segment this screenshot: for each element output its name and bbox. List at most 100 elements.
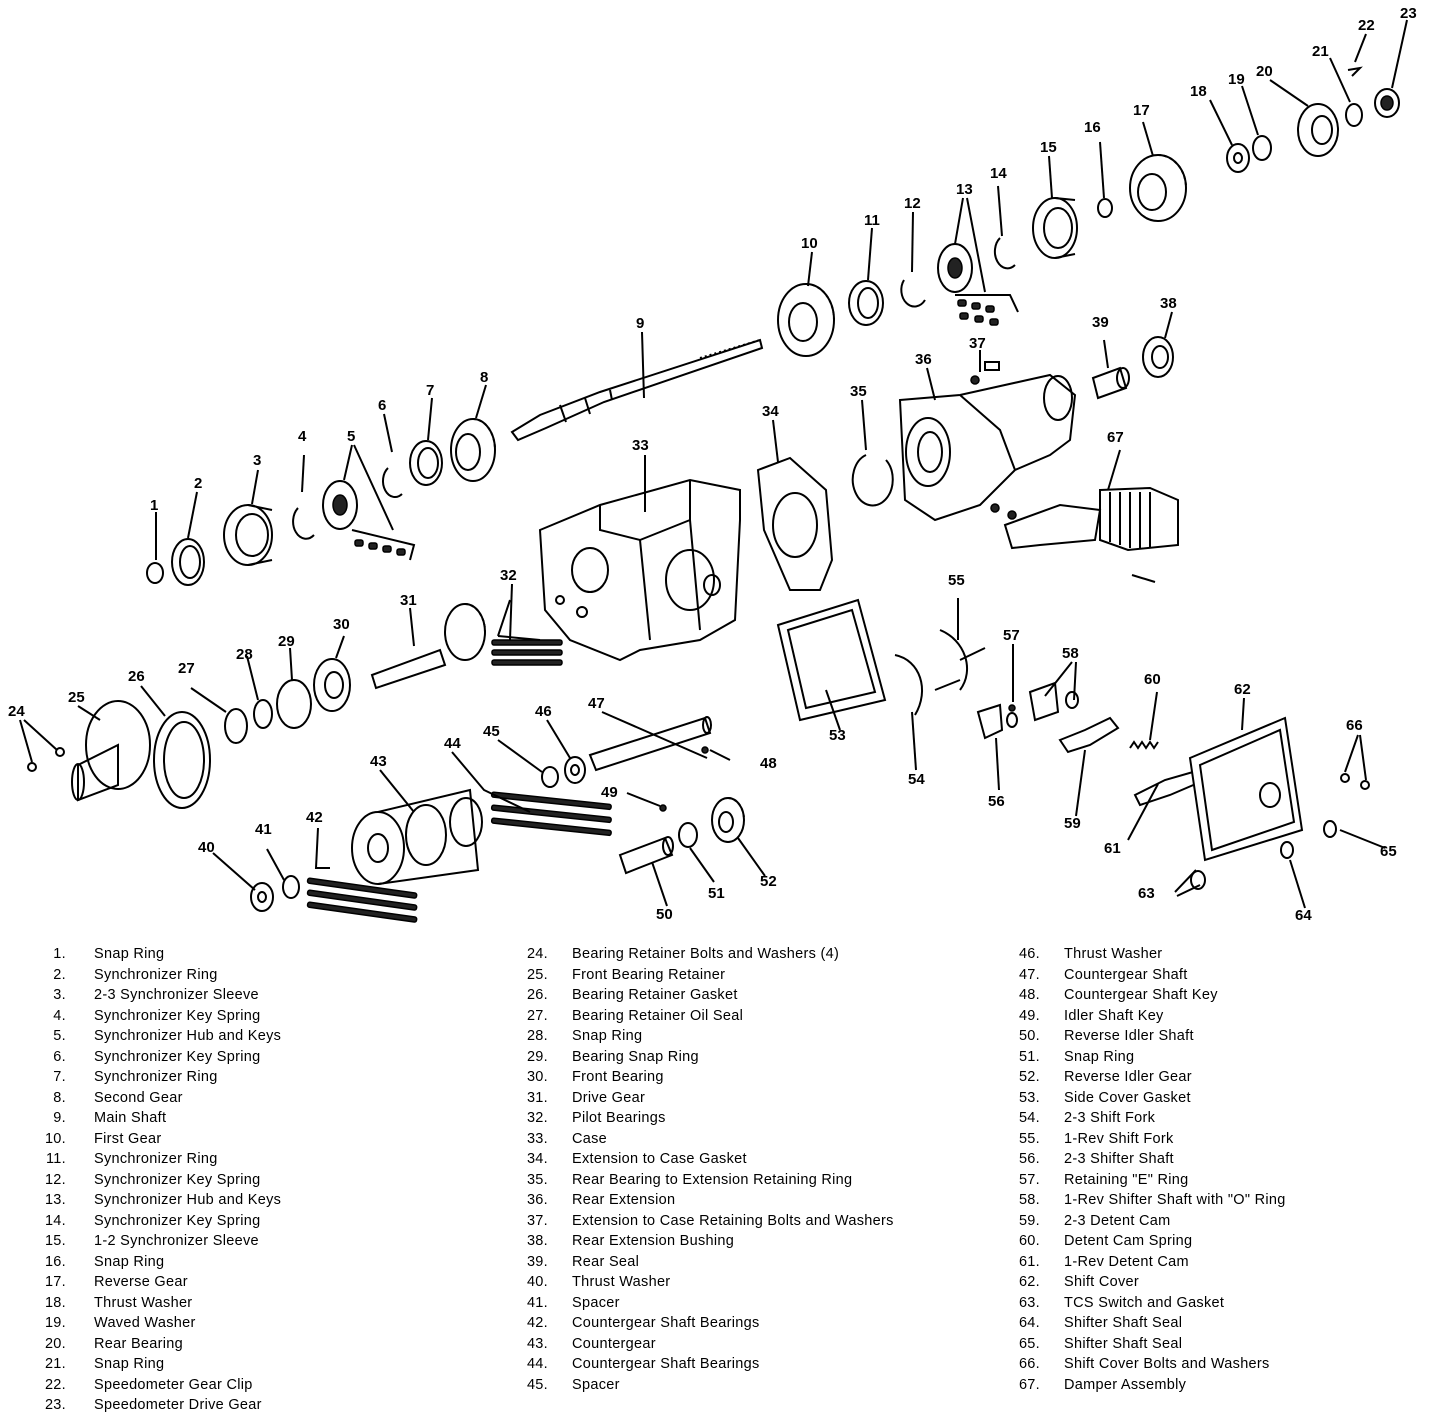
legend-item: 15.1-2 Synchronizer Sleeve — [0, 1231, 281, 1252]
legend-item-label: Snap Ring — [572, 1028, 643, 1045]
legend-item: 21.Snap Ring — [0, 1354, 281, 1375]
legend-item-number: 22. — [44, 1376, 66, 1393]
legend-item-number: 11. — [46, 1151, 66, 1168]
legend-item-number: 19. — [44, 1315, 66, 1332]
legend-item-number: 14. — [44, 1212, 66, 1229]
callout-64: 64 — [1295, 907, 1312, 924]
legend-item: 35.Rear Bearing to Extension Retaining R… — [0, 1170, 894, 1191]
legend-item-number: 40. — [526, 1274, 548, 1291]
part-25-front-bearing-retainer — [71, 700, 151, 802]
callout-16: 16 — [1084, 119, 1101, 136]
legend-item-number: 37. — [526, 1212, 548, 1229]
callout-14: 14 — [990, 165, 1007, 182]
legend-item-number: 20. — [44, 1335, 66, 1352]
legend-item-number: 42. — [526, 1315, 548, 1332]
legend-item: 51.Snap Ring — [0, 1047, 1286, 1068]
legend-item-label: 1-Rev Shifter Shaft with "O" Ring — [1064, 1192, 1286, 1209]
legend-item: 36.Rear Extension — [0, 1190, 894, 1211]
legend-item-number: 59. — [1018, 1212, 1040, 1229]
legend-item-label: Synchronizer Key Spring — [94, 1212, 261, 1229]
legend-item-number: 55. — [1018, 1130, 1040, 1147]
callout-18: 18 — [1190, 83, 1207, 100]
part-10-first-gear — [777, 283, 835, 357]
legend-item-number: 28. — [526, 1028, 548, 1045]
legend-item-label: Shift Cover — [1064, 1274, 1140, 1291]
callout-10: 10 — [801, 235, 818, 252]
part-49-key — [659, 804, 667, 812]
part-32-pilot-bearings — [491, 639, 563, 666]
legend-item-label: Bearing Retainer Bolts and Washers (4) — [572, 946, 840, 963]
legend-item-number: 18. — [44, 1294, 66, 1311]
legend-item-label: Countergear Shaft — [1064, 966, 1188, 983]
legend-item-number: 45. — [526, 1376, 548, 1393]
part-23-speedometer-gear — [1374, 88, 1400, 118]
legend-item-number: 1. — [53, 946, 66, 963]
callout-42: 42 — [306, 809, 323, 826]
legend-item: 62.Shift Cover — [0, 1272, 1286, 1293]
legend-item-number: 5. — [53, 1028, 66, 1045]
legend-item-number: 23. — [44, 1397, 66, 1414]
callout-19: 19 — [1228, 71, 1245, 88]
legend-item-number: 8. — [53, 1089, 66, 1106]
callout-7: 7 — [426, 382, 434, 399]
legend-item-number: 27. — [526, 1007, 548, 1024]
part-40-thrust-washer — [250, 882, 274, 912]
callout-29: 29 — [278, 633, 295, 650]
part-19-waved-washer — [1252, 135, 1272, 161]
legend-item-label: Countergear Shaft Key — [1064, 987, 1218, 1004]
legend-item-label: Main Shaft — [94, 1110, 167, 1127]
part-64-seal — [1280, 841, 1294, 859]
legend-item-number: 65. — [1018, 1335, 1040, 1352]
legend-item: 5.Synchronizer Hub and Keys — [0, 1026, 281, 1047]
legend-item-number: 60. — [1018, 1233, 1040, 1250]
legend-item-label: Countergear Shaft Bearings — [572, 1356, 760, 1373]
legend-item-number: 52. — [1018, 1069, 1040, 1086]
callout-22: 22 — [1358, 17, 1375, 34]
legend-item-number: 3. — [53, 987, 66, 1004]
part-18-thrust-washer — [1226, 143, 1250, 173]
legend-item-label: Rear Extension Bushing — [572, 1233, 735, 1250]
legend-item-label: Second Gear — [94, 1089, 183, 1106]
legend-item-number: 21. — [44, 1356, 66, 1373]
legend-item: 25.Front Bearing Retainer — [0, 965, 894, 986]
part-12-key-spring — [900, 279, 926, 308]
legend-item: 17.Reverse Gear — [0, 1272, 281, 1293]
legend-item-label: Snap Ring — [94, 1253, 165, 1270]
legend-item: 12.Synchronizer Key Spring — [0, 1170, 281, 1191]
callout-8: 8 — [480, 369, 488, 386]
legend-item: 2.Synchronizer Ring — [0, 965, 281, 986]
legend-item: 65.Shifter Shaft Seal — [0, 1334, 1286, 1355]
legend-item-label: Waved Washer — [94, 1315, 196, 1332]
legend-item: 27.Bearing Retainer Oil Seal — [0, 1006, 894, 1027]
legend-item-label: Countergear — [572, 1335, 656, 1352]
legend-item-label: Synchronizer Hub and Keys — [94, 1192, 282, 1209]
legend-item: 19. Waved Washer — [0, 1313, 281, 1334]
legend-item: 49.Idler Shaft Key — [0, 1006, 1286, 1027]
callout-23: 23 — [1400, 5, 1417, 22]
legend-item-label: Countergear Shaft Bearings — [572, 1315, 760, 1332]
callout-32: 32 — [500, 567, 517, 584]
legend-item-label: Snap Ring — [1064, 1048, 1135, 1065]
part-9-main-shaft — [510, 338, 764, 442]
legend-item: 40.Thrust Washer — [0, 1272, 894, 1293]
part-39-rear-seal — [1091, 366, 1130, 400]
part-55-shift-fork — [939, 629, 986, 691]
legend-item-label: Damper Assembly — [1064, 1376, 1187, 1393]
part-6-key-spring — [382, 467, 403, 498]
legend-item: 8. Second Gear — [0, 1088, 281, 1109]
legend-item-number: 46. — [1018, 946, 1040, 963]
part-2-synchronizer-ring — [171, 538, 205, 586]
legend-item-label: Snap Ring — [94, 946, 165, 963]
legend-item-number: 24. — [526, 946, 548, 963]
legend-item-label: Speedometer Gear Clip — [94, 1376, 253, 1393]
legend-item: 34.Extension to Case Gasket — [0, 1149, 894, 1170]
legend-item-label: 2-3 Synchronizer Sleeve — [94, 987, 259, 1004]
legend-item: 14. Synchronizer Key Spring — [0, 1211, 281, 1232]
legend-item-number: 66. — [1018, 1356, 1040, 1373]
callout-24: 24 — [8, 703, 25, 720]
callout-61: 61 — [1104, 840, 1121, 857]
legend-item: 58.1-Rev Shifter Shaft with "O" Ring — [0, 1190, 1286, 1211]
callout-30: 30 — [333, 616, 350, 633]
legend-item-number: 64. — [1018, 1315, 1040, 1332]
legend-item: 10.First Gear — [0, 1129, 281, 1150]
